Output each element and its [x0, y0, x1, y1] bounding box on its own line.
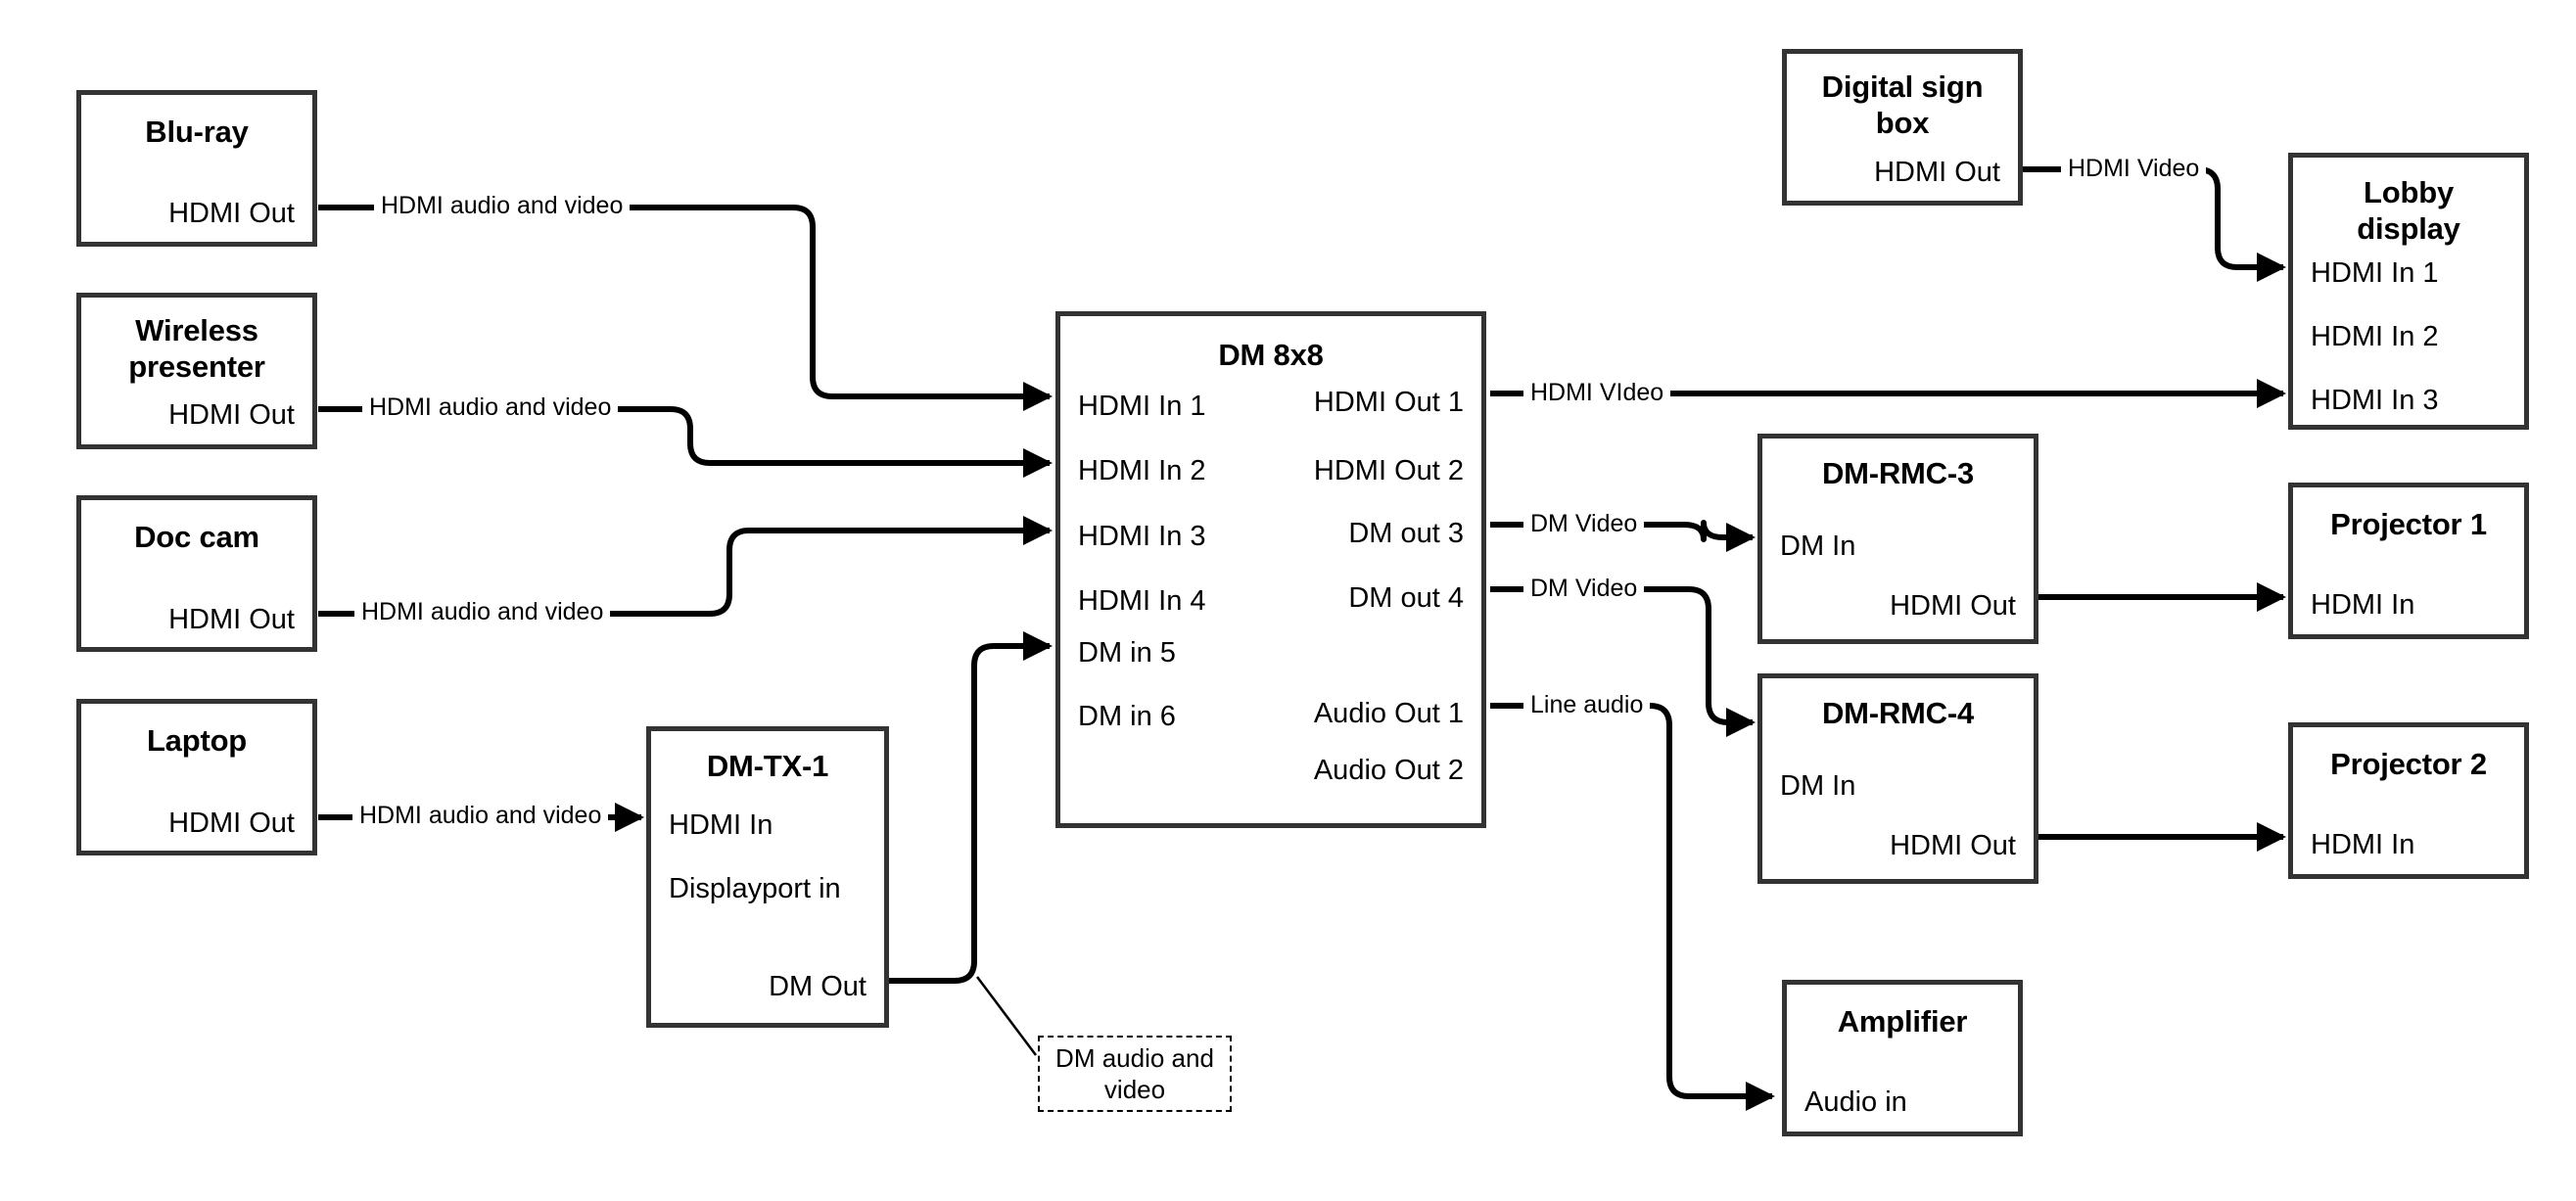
node-lobby-display-title: Lobby display: [2357, 175, 2460, 246]
node-dm-8x8[interactable]: DM 8x8 HDMI In 1 HDMI In 2 HDMI In 3 HDM…: [1055, 311, 1486, 828]
edge-label-digitalsign-to-lobby: HDMI Video: [2061, 157, 2207, 181]
node-doc-cam[interactable]: Doc cam HDMI Out: [76, 495, 317, 652]
node-dm-rmc-4[interactable]: DM-RMC-4 DM In HDMI Out: [1757, 673, 2038, 884]
node-lobby-display-port-hdmi-in-2: HDMI In 2: [2311, 321, 2439, 352]
node-projector-2-title: Projector 2: [2330, 747, 2487, 781]
node-laptop-title: Laptop: [146, 723, 248, 758]
wire-dmtx1-to-dm-in-5: [889, 631, 1053, 984]
node-digital-sign-box-title: Digital sign box: [1821, 69, 1984, 140]
node-dm-rmc-4-port-dm-in: DM In: [1780, 770, 1856, 802]
node-dm-rmc-4-port-hdmi-out: HDMI Out: [1890, 830, 2016, 861]
node-dm-8x8-input-hdmi-in-2: HDMI In 2: [1078, 455, 1206, 486]
edge-label-wireless-to-hdmi-in-2: HDMI audio and video: [362, 395, 619, 420]
node-projector-1-title: Projector 1: [2330, 507, 2487, 541]
node-dm-8x8-output-audio-out-1: Audio Out 1: [1313, 698, 1464, 729]
node-dm-8x8-output-hdmi-out-2: HDMI Out 2: [1313, 455, 1464, 486]
node-projector-2-port-hdmi-in: HDMI In: [2311, 829, 2415, 860]
node-digital-sign-box[interactable]: Digital sign box HDMI Out: [1782, 49, 2023, 206]
edge-label-dm-out-3-to-dmrmc3: DM Video: [1523, 512, 1645, 536]
node-lobby-display[interactable]: Lobby display HDMI In 1 HDMI In 2 HDMI I…: [2288, 153, 2529, 430]
node-projector-2[interactable]: Projector 2 HDMI In: [2288, 722, 2529, 879]
edge-label-laptop-to-dmtx1: HDMI audio and video: [352, 804, 609, 828]
edge-label-bluray-to-hdmi-in-1: HDMI audio and video: [374, 194, 631, 218]
node-dm-8x8-input-hdmi-in-3: HDMI In 3: [1078, 521, 1206, 552]
node-doc-cam-title: Doc cam: [134, 520, 259, 554]
node-amplifier[interactable]: Amplifier Audio in: [1782, 980, 2023, 1136]
node-lobby-display-port-hdmi-in-1: HDMI In 1: [2311, 257, 2439, 289]
edge-label-dm-out-4-to-dmrmc4: DM Video: [1523, 577, 1645, 601]
node-projector-1-port-hdmi-in: HDMI In: [2311, 589, 2415, 621]
node-laptop-port-hdmi-out: HDMI Out: [168, 808, 295, 839]
node-dm-rmc-3[interactable]: DM-RMC-3 DM In HDMI Out: [1757, 434, 2038, 644]
wire-bluray-to-hdmi-in-1: [318, 205, 1053, 411]
callout-leader-line: [976, 976, 1037, 1056]
node-wireless-presenter[interactable]: Wireless presenter HDMI Out: [76, 293, 317, 449]
node-digital-sign-box-port-hdmi-out: HDMI Out: [1874, 157, 2000, 188]
node-wireless-presenter-title: Wireless presenter: [128, 313, 265, 384]
node-dm-rmc-3-title: DM-RMC-3: [1821, 456, 1975, 490]
node-dm-8x8-title: DM 8x8: [1218, 338, 1324, 372]
node-bluray-title: Blu-ray: [145, 115, 249, 149]
node-dm-tx-1-port-displayport-in: Displayport in: [669, 873, 841, 904]
node-dm-8x8-input-dm-in-5: DM in 5: [1078, 637, 1176, 669]
wire-digitalsign-to-lobby-hdmi-in-1: [2020, 166, 2286, 282]
node-dm-8x8-input-dm-in-6: DM in 6: [1078, 701, 1176, 732]
node-dm-8x8-output-dm-out-3: DM out 3: [1348, 518, 1464, 549]
node-dm-tx-1-title: DM-TX-1: [706, 749, 829, 783]
node-dm-tx-1[interactable]: DM-TX-1 HDMI In Displayport in DM Out: [646, 726, 889, 1028]
node-dm-8x8-output-dm-out-4: DM out 4: [1348, 582, 1464, 614]
node-laptop[interactable]: Laptop HDMI Out: [76, 699, 317, 855]
node-bluray-port-hdmi-out: HDMI Out: [168, 198, 295, 229]
node-lobby-display-port-hdmi-in-3: HDMI In 3: [2311, 385, 2439, 416]
node-dm-8x8-input-hdmi-in-4: HDMI In 4: [1078, 585, 1206, 617]
wire-audio-out-1-to-amplifier: [1490, 703, 1775, 1111]
node-dm-8x8-output-hdmi-out-1: HDMI Out 1: [1313, 387, 1464, 418]
node-dm-tx-1-port-dm-out: DM Out: [769, 971, 866, 1002]
node-dm-8x8-output-audio-out-2: Audio Out 2: [1313, 755, 1464, 786]
node-wireless-presenter-port-hdmi-out: HDMI Out: [168, 399, 295, 431]
node-projector-1[interactable]: Projector 1 HDMI In: [2288, 483, 2529, 639]
node-dm-8x8-input-hdmi-in-1: HDMI In 1: [1078, 391, 1206, 422]
edge-label-hdmi-out-1-to-lobby: HDMI VIdeo: [1523, 381, 1671, 405]
node-dm-rmc-3-port-dm-in: DM In: [1780, 531, 1856, 562]
node-dm-rmc-4-title: DM-RMC-4: [1821, 696, 1975, 730]
node-amplifier-port-audio-in: Audio in: [1804, 1086, 1907, 1118]
edge-label-audio-out-1-to-amplifier: Line audio: [1523, 693, 1651, 717]
node-dm-tx-1-port-hdmi-in: HDMI In: [669, 809, 773, 841]
node-dm-rmc-3-port-hdmi-out: HDMI Out: [1890, 590, 2016, 622]
node-bluray[interactable]: Blu-ray HDMI Out: [76, 90, 317, 247]
callout-dm-audio-and-video: DM audio and video: [1038, 1036, 1232, 1112]
node-doc-cam-port-hdmi-out: HDMI Out: [168, 604, 295, 635]
edge-label-doccam-to-hdmi-in-3: HDMI audio and video: [354, 600, 611, 624]
node-amplifier-title: Amplifier: [1837, 1004, 1968, 1039]
